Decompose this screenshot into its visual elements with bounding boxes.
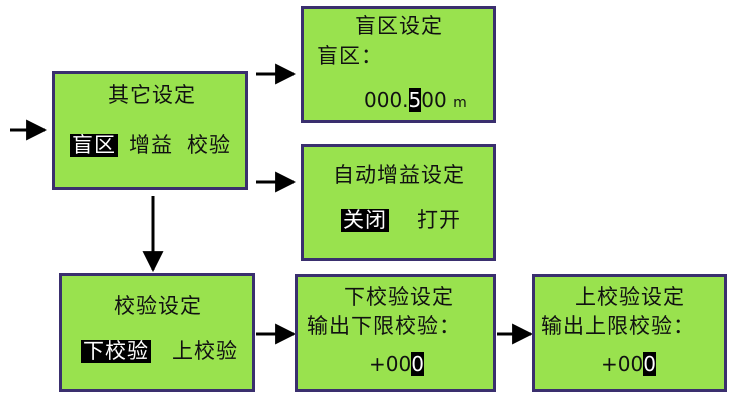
lower-limit-label: 输出下限校验： — [307, 314, 461, 338]
other-settings-screen: 其它设定 盲区 增益 校验 — [52, 71, 248, 190]
lower-value-digits: +00 — [369, 352, 412, 376]
option-off[interactable]: 关闭 — [341, 208, 389, 232]
blind-zone-value: 000.500 m — [364, 88, 467, 112]
upper-calibration-screen: 上校验设定 输出上限校验： +000 — [532, 274, 727, 392]
lower-limit-value: +000 — [369, 352, 424, 376]
blind-zone-value-frac: 00 — [421, 88, 447, 112]
auto-gain-screen: 自动增益设定 关闭 打开 — [301, 144, 496, 261]
upper-calibration-title: 上校验设定 — [575, 285, 685, 309]
calibration-screen: 校验设定 下校验 上校验 — [59, 273, 255, 392]
blind-zone-title: 盲区设定 — [355, 14, 443, 38]
auto-gain-title: 自动增益设定 — [333, 163, 465, 187]
lower-calibration-screen: 下校验设定 输出下限校验： +000 — [295, 274, 496, 392]
blind-zone-value-int: 000. — [364, 88, 409, 112]
edit-cursor[interactable]: 5 — [408, 88, 422, 112]
upper-limit-label: 输出上限校验： — [541, 314, 695, 338]
calibration-title: 校验设定 — [114, 294, 202, 318]
blind-zone-unit: m — [453, 95, 467, 111]
menu-item-lower-calibration[interactable]: 下校验 — [81, 339, 151, 363]
option-on[interactable]: 打开 — [417, 208, 461, 232]
upper-value-digits: +00 — [601, 352, 644, 376]
menu-item-upper-calibration[interactable]: 上校验 — [172, 339, 238, 363]
edit-cursor[interactable]: 0 — [643, 352, 656, 376]
blind-zone-label: 盲区： — [317, 44, 383, 68]
upper-limit-value: +000 — [601, 352, 656, 376]
menu-item-blind-zone[interactable]: 盲区 — [70, 133, 118, 157]
lower-calibration-title: 下校验设定 — [344, 285, 454, 309]
menu-item-gain[interactable]: 增益 — [129, 133, 173, 157]
other-settings-title: 其它设定 — [108, 83, 196, 107]
blind-zone-screen: 盲区设定 盲区： 000.500 m — [301, 6, 496, 123]
menu-item-calibration[interactable]: 校验 — [187, 133, 231, 157]
edit-cursor[interactable]: 0 — [411, 352, 424, 376]
